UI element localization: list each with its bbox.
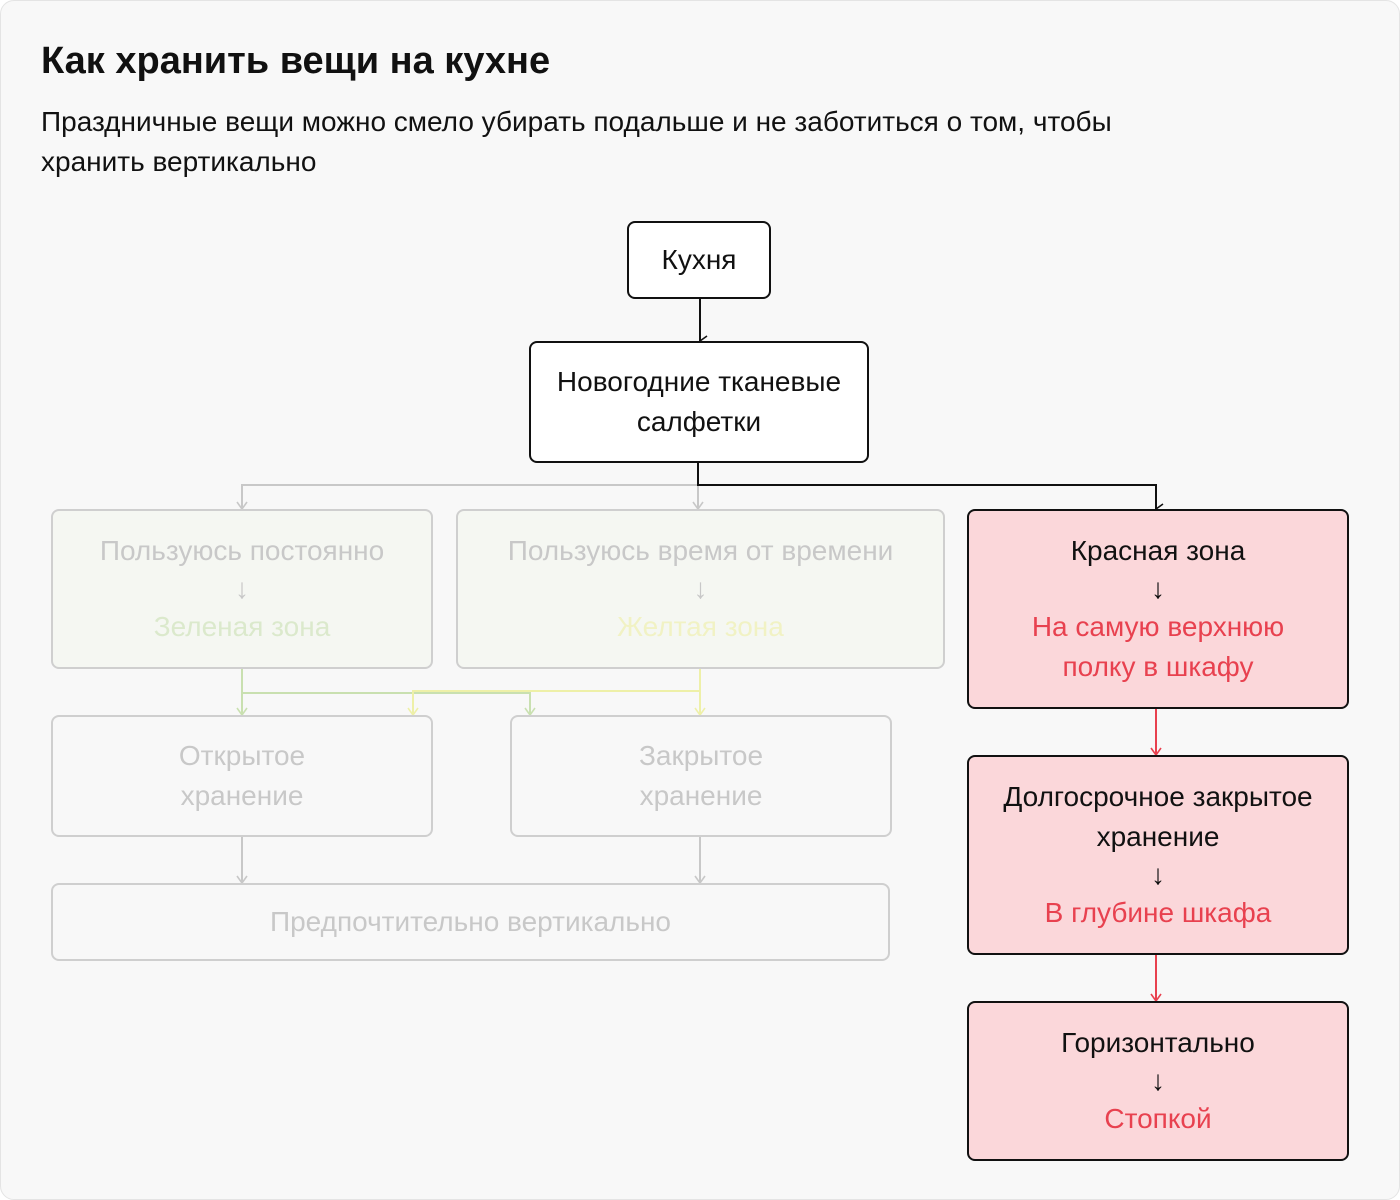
node-label: Горизонтально [1061, 1027, 1255, 1058]
zone-label: Желтая зона [617, 611, 784, 642]
node-label: Пользуюсь время от времени [507, 535, 894, 566]
node-label: Открытое хранение [178, 740, 306, 811]
page-subtitle: Праздничные вещи можно смело убирать под… [41, 106, 1112, 177]
arrow-down-icon: ↓ [1151, 859, 1165, 890]
node-label: Кухня [661, 244, 737, 275]
node-kitchen: Кухня [627, 221, 771, 299]
zone-label: В глубине шкафа [1044, 897, 1272, 928]
node-closed-storage: Закрытое хранение [510, 715, 892, 837]
zone-label: На самую верхнюю полку в шкафу [1031, 611, 1285, 682]
arrow-down-icon: ↓ [693, 573, 708, 604]
node-label: Пользуюсь постоянно [99, 535, 385, 566]
node-longterm: Долгосрочное закрытое хранение ↓ В глуби… [967, 755, 1349, 955]
connector-green-closed [242, 692, 530, 715]
zone-label: Зеленая зона [153, 611, 331, 642]
node-label: Долгосрочное закрытое хранение [1003, 781, 1313, 852]
node-occasional-use: Пользуюсь время от времени ↓ Желтая зона [456, 509, 945, 669]
node-red-zone: Красная зона ↓ На самую верхнюю полку в … [967, 509, 1349, 709]
connector-yellow-open [413, 690, 700, 715]
node-horizontal: Горизонтально ↓ Стопкой [967, 1001, 1349, 1161]
node-label: Закрытое хранение [638, 740, 764, 811]
arrow-down-icon: ↓ [1151, 1065, 1165, 1096]
arrow-down-icon: ↓ [235, 573, 249, 604]
node-label: Новогодние тканевые салфетки [556, 366, 842, 437]
node-constant-use: Пользуюсь постоянно ↓ Зеленая зона [51, 509, 433, 669]
node-label: Предпочтительно вертикально [269, 906, 671, 937]
connector-item-red [697, 463, 1156, 509]
node-open-storage: Открытое хранение [51, 715, 433, 837]
page-title: Как хранить вещи на кухне [41, 40, 551, 82]
zone-label: Стопкой [1104, 1103, 1212, 1134]
node-vertical: Предпочтительно вертикально [51, 883, 890, 961]
connector-item-constant [242, 484, 698, 509]
node-label: Красная зона [1070, 535, 1246, 566]
node-item: Новогодние тканевые салфетки [529, 341, 869, 463]
arrow-down-icon: ↓ [1151, 573, 1165, 604]
